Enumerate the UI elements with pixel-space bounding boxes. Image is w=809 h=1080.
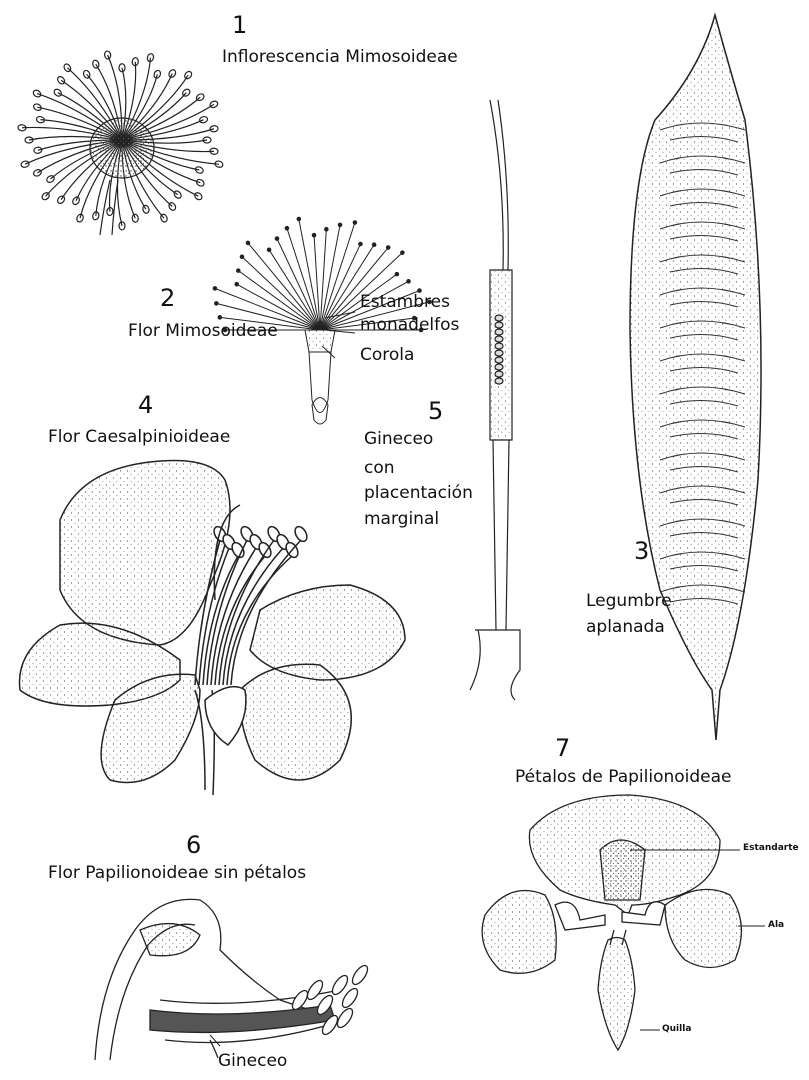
figure-5-gynoecium-drawing	[470, 100, 520, 700]
figure-4-caption: Flor Caesalpinioideae	[48, 428, 230, 448]
figure-5-caption-line-2: con	[364, 459, 395, 479]
figure-5-caption-line-1: Gineceo	[364, 430, 433, 450]
figure-4-flower-drawing	[20, 460, 406, 795]
figure-1-inflorescence-drawing	[18, 51, 224, 235]
figure-1-number: 1	[232, 12, 247, 40]
figure-5-caption-line-3: placentación	[364, 484, 473, 504]
figure-4-number: 4	[138, 392, 153, 420]
figure-2-caption: Flor Mimosoideae	[128, 322, 278, 342]
figure-6-number: 6	[186, 832, 201, 860]
figure-6-caption: Flor Papilionoideae sin pétalos	[48, 864, 306, 884]
figure-6-flower-drawing	[95, 899, 370, 1060]
figure-7-petals-drawing	[482, 795, 741, 1050]
figure-3-caption-line-1: Legumbre	[586, 592, 672, 612]
figure-6-part-gynoecium: Gineceo	[218, 1052, 287, 1072]
figure-2-part-corolla: Corola	[360, 346, 414, 366]
figure-7-part-wing: Ala	[768, 920, 784, 930]
figure-7-part-standard: Estandarte	[743, 843, 799, 853]
figure-3-caption-line-2: aplanada	[586, 618, 665, 638]
figure-2-number: 2	[160, 285, 175, 313]
figure-7-part-keel: Quilla	[662, 1024, 691, 1034]
figure-3-number: 3	[634, 538, 649, 566]
figure-2-part-monadelphous: monadelfos	[360, 316, 459, 336]
figure-1-caption: Inflorescencia Mimosoideae	[222, 48, 458, 68]
figure-5-number: 5	[428, 398, 443, 426]
figure-7-caption: Pétalos de Papilionoideae	[515, 768, 732, 788]
figure-7-number: 7	[555, 735, 570, 763]
figure-5-caption-line-4: marginal	[364, 510, 439, 530]
figure-2-part-stamens: Estambres	[360, 293, 450, 313]
